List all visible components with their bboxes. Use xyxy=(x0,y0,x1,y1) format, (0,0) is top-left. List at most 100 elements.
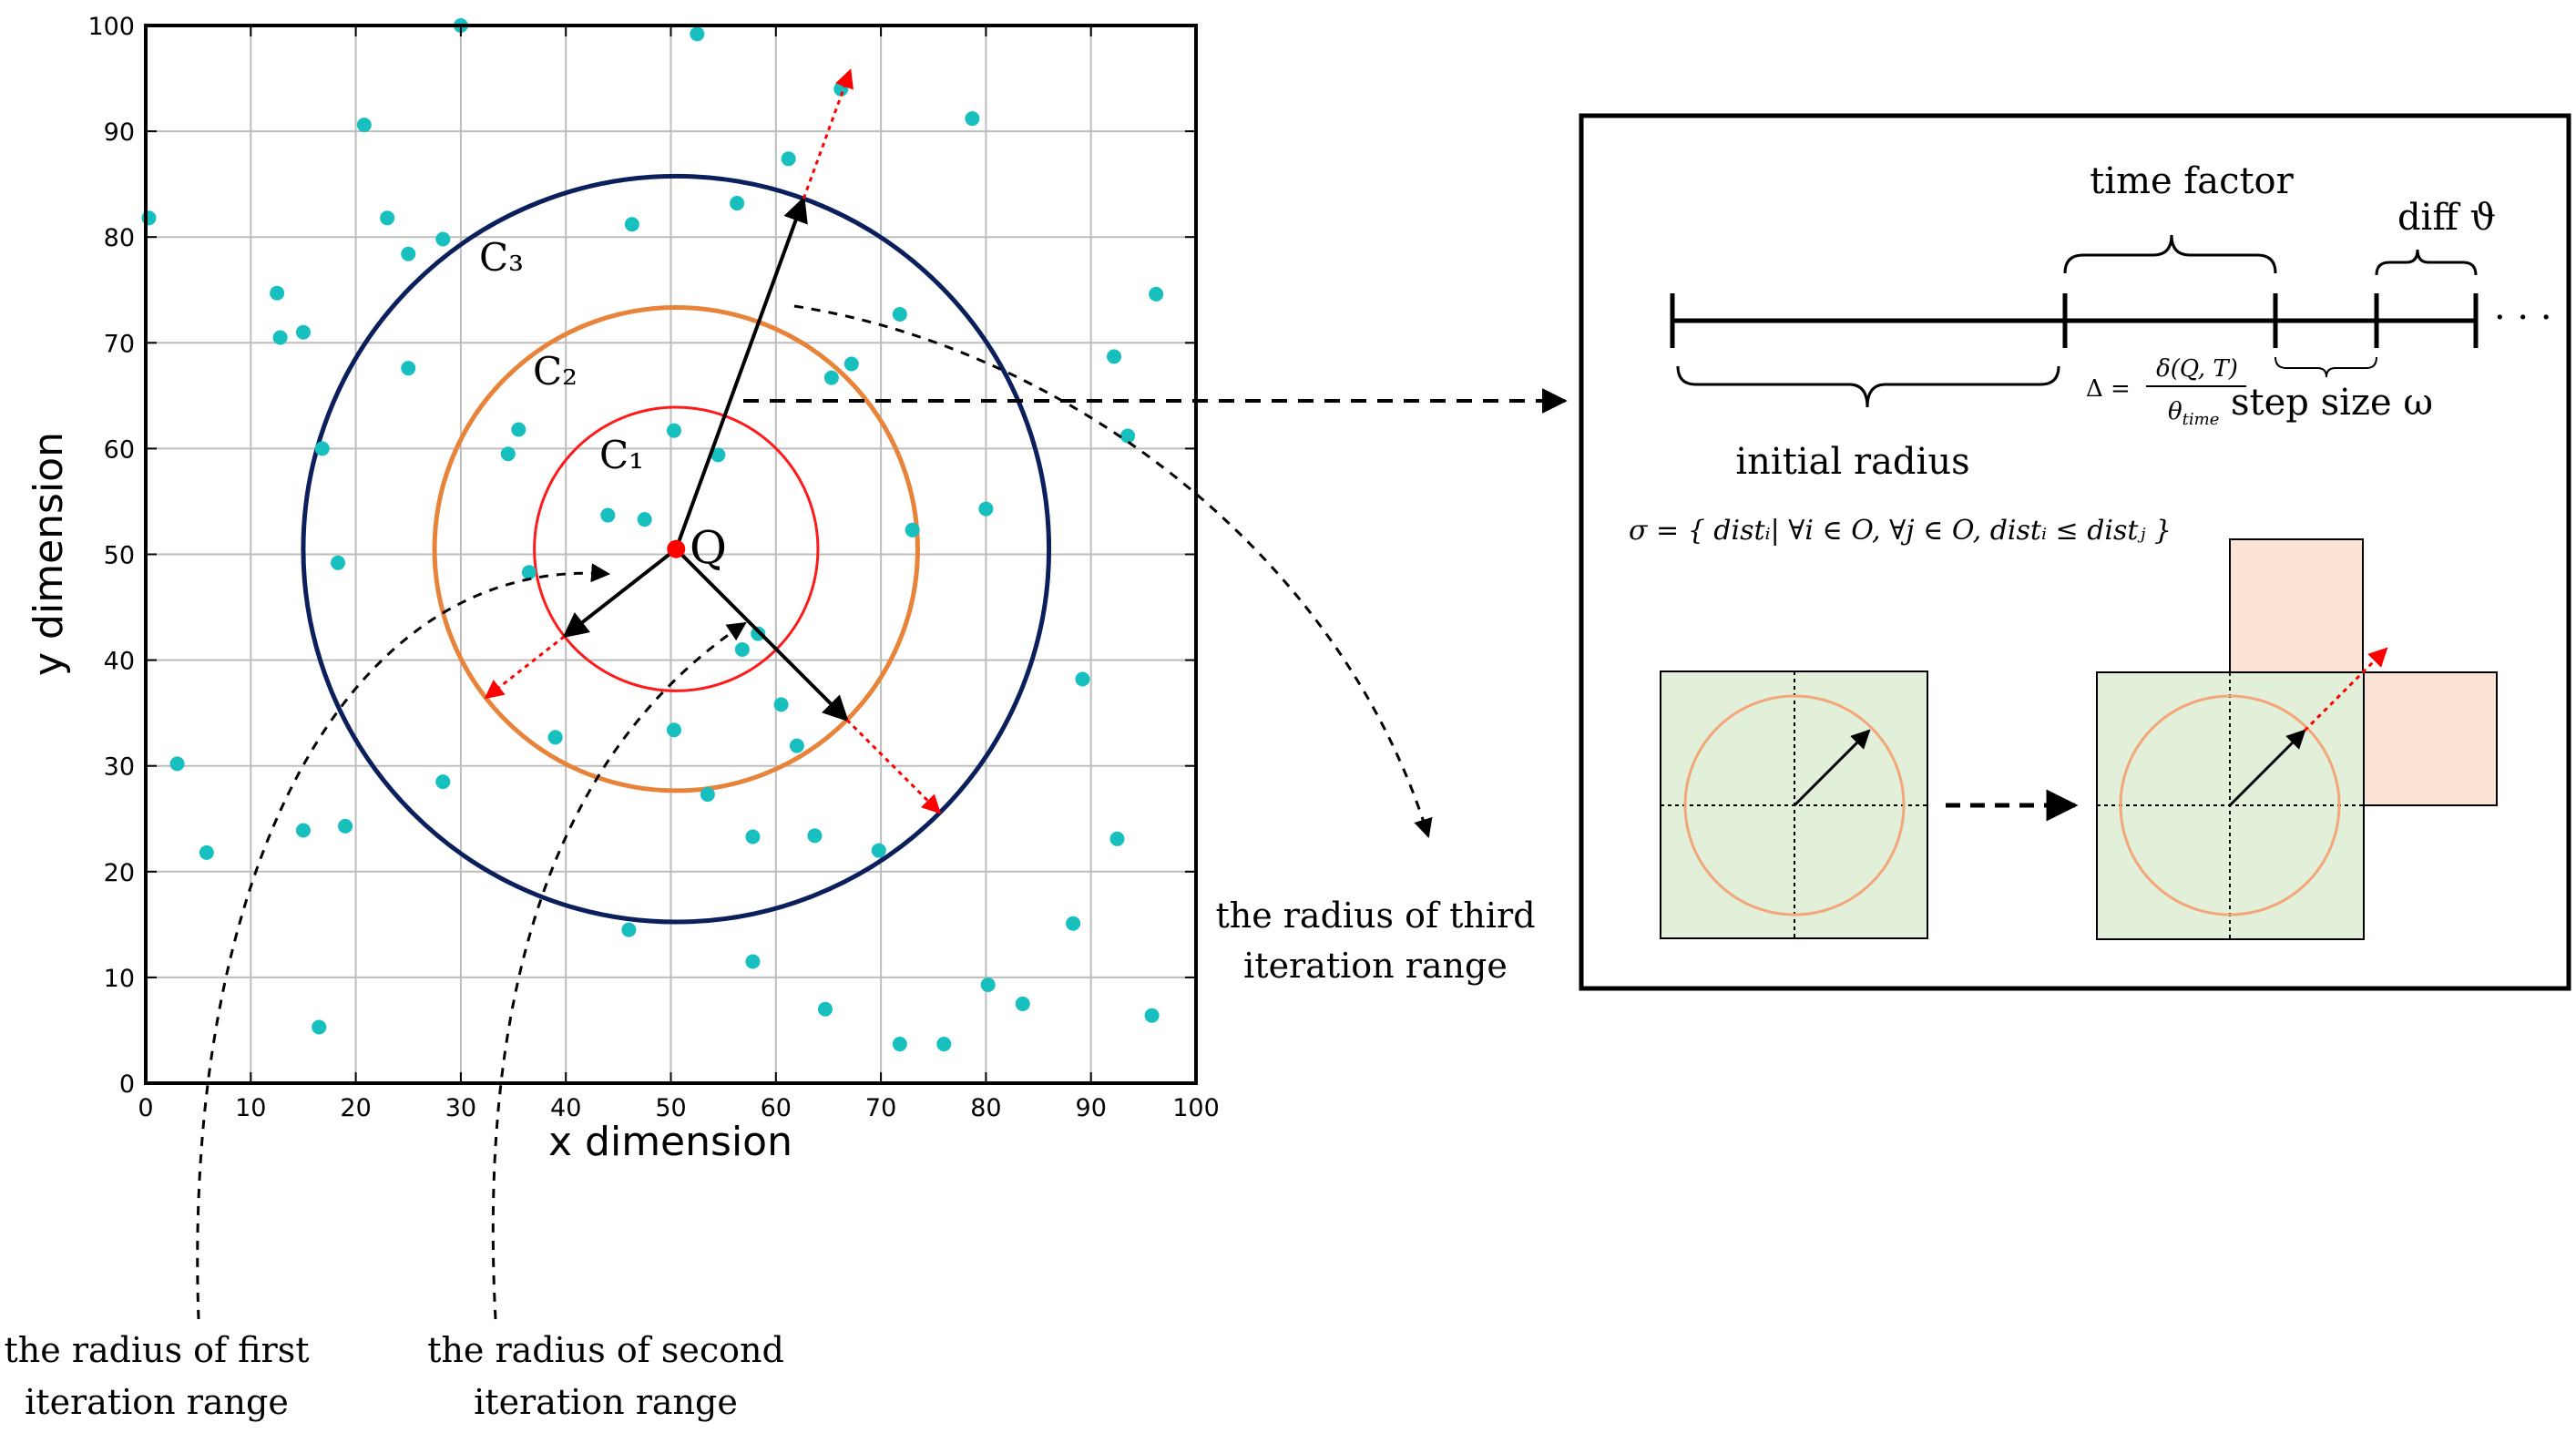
x-tick-label: 20 xyxy=(340,1094,371,1122)
data-point xyxy=(1015,996,1030,1011)
radius-arrow-1 xyxy=(562,548,678,639)
data-point xyxy=(710,447,726,463)
data-point xyxy=(547,730,563,745)
data-point xyxy=(401,361,416,376)
range-radius-arrow xyxy=(2228,729,2306,807)
data-point xyxy=(380,210,395,226)
callout-third-line2: iteration range xyxy=(1243,946,1508,986)
data-point xyxy=(141,210,157,226)
data-point xyxy=(1120,428,1136,444)
data-point xyxy=(295,324,311,340)
y-tick-label: 80 xyxy=(104,224,135,252)
x-tick-label: 70 xyxy=(865,1094,896,1122)
diff-label: diff ϑ xyxy=(2397,197,2496,239)
y-tick-label: 10 xyxy=(104,965,135,993)
callout-first-line2: iteration range xyxy=(25,1382,289,1422)
data-point xyxy=(521,565,537,580)
range-circle xyxy=(1683,694,1906,916)
data-point xyxy=(356,118,372,133)
x-tick-label: 30 xyxy=(445,1094,476,1122)
circle-label-c2: C₂ xyxy=(533,349,578,394)
y-tick-label: 70 xyxy=(104,330,135,358)
x-tick-label: 10 xyxy=(235,1094,266,1122)
range-circle xyxy=(2119,694,2341,916)
data-point xyxy=(435,231,451,247)
circle-label-c3: C₃ xyxy=(479,235,524,280)
data-point xyxy=(666,722,681,738)
grid-cell-added-top xyxy=(2229,538,2364,673)
brace-diff xyxy=(2375,249,2478,276)
expansion-arrow-3 xyxy=(802,68,854,200)
data-point xyxy=(789,738,804,753)
y-axis-label: y dimension xyxy=(26,432,72,676)
delta-denominator: θtime xyxy=(2168,398,2219,429)
data-point xyxy=(730,196,745,211)
data-point xyxy=(978,501,994,517)
x-tick-label: 80 xyxy=(970,1094,1001,1122)
data-point xyxy=(637,512,652,527)
x-tick-label: 50 xyxy=(655,1094,686,1122)
brace-step-size xyxy=(2274,356,2377,378)
callout-second-line2: iteration range xyxy=(474,1382,738,1422)
data-point xyxy=(295,823,311,838)
x-tick-label: 0 xyxy=(138,1094,153,1122)
delta-lhs: Δ = xyxy=(2086,375,2131,403)
data-point xyxy=(980,978,996,993)
data-point xyxy=(817,1001,833,1017)
time-factor-label: time factor xyxy=(2090,160,2294,202)
data-point xyxy=(892,306,907,322)
data-point xyxy=(773,697,789,712)
brace-initial-radius xyxy=(1676,365,2060,408)
radius-arrow-2 xyxy=(674,548,849,722)
initial-radius-label: initial radius xyxy=(1735,441,1969,483)
data-point xyxy=(169,756,185,772)
data-point xyxy=(1144,1008,1160,1023)
data-point xyxy=(823,370,839,385)
brace-time-factor xyxy=(2063,234,2277,274)
data-point xyxy=(745,954,761,969)
data-point xyxy=(700,787,715,803)
expansion-arrow-1 xyxy=(484,635,566,700)
y-tick-label: 90 xyxy=(104,118,135,147)
data-point xyxy=(781,151,796,167)
callout-curve-third xyxy=(793,304,1433,839)
data-point xyxy=(905,522,920,537)
data-point xyxy=(401,246,416,261)
step-size-label: step size ω xyxy=(2231,382,2433,424)
callout-second-line1: the radius of second xyxy=(427,1330,784,1370)
y-tick-label: 20 xyxy=(104,859,135,887)
data-point xyxy=(745,829,761,844)
data-point xyxy=(734,641,750,657)
radius-arrows xyxy=(484,68,942,814)
data-point xyxy=(666,423,681,438)
data-point xyxy=(807,828,823,844)
circle-label-c1: C₁ xyxy=(599,433,644,477)
callout-curve-first xyxy=(196,563,611,1320)
data-point xyxy=(435,774,451,790)
data-point xyxy=(624,217,639,232)
query-point xyxy=(667,539,686,558)
data-point xyxy=(621,922,637,937)
y-tick-label: 50 xyxy=(104,542,135,570)
data-point xyxy=(965,111,980,127)
callout-curve-second xyxy=(491,621,747,1320)
data-point xyxy=(330,555,345,570)
iteration-circles xyxy=(301,173,1052,925)
query-point-label: Q xyxy=(690,521,727,574)
sigma-formula: σ = { distᵢ| ∀i ∈ O, ∀j ∈ O, distᵢ ≤ dis… xyxy=(1629,515,2172,547)
range-expand-arrow xyxy=(2303,647,2388,732)
timeline-ellipsis: · · · xyxy=(2494,297,2552,339)
data-point xyxy=(843,356,859,372)
y-tick-label: 40 xyxy=(104,648,135,676)
y-tick-label: 100 xyxy=(87,13,135,41)
radius-expansion-panel: · · · time factor diff ϑ initial radius … xyxy=(1579,113,2571,991)
data-point xyxy=(871,843,886,858)
data-point xyxy=(936,1037,952,1052)
data-point xyxy=(314,441,330,456)
radius-arrow-3 xyxy=(674,196,808,550)
data-point xyxy=(511,422,526,437)
data-point xyxy=(1107,349,1122,364)
data-point xyxy=(690,26,705,42)
iteration-circle-3 xyxy=(301,173,1052,925)
